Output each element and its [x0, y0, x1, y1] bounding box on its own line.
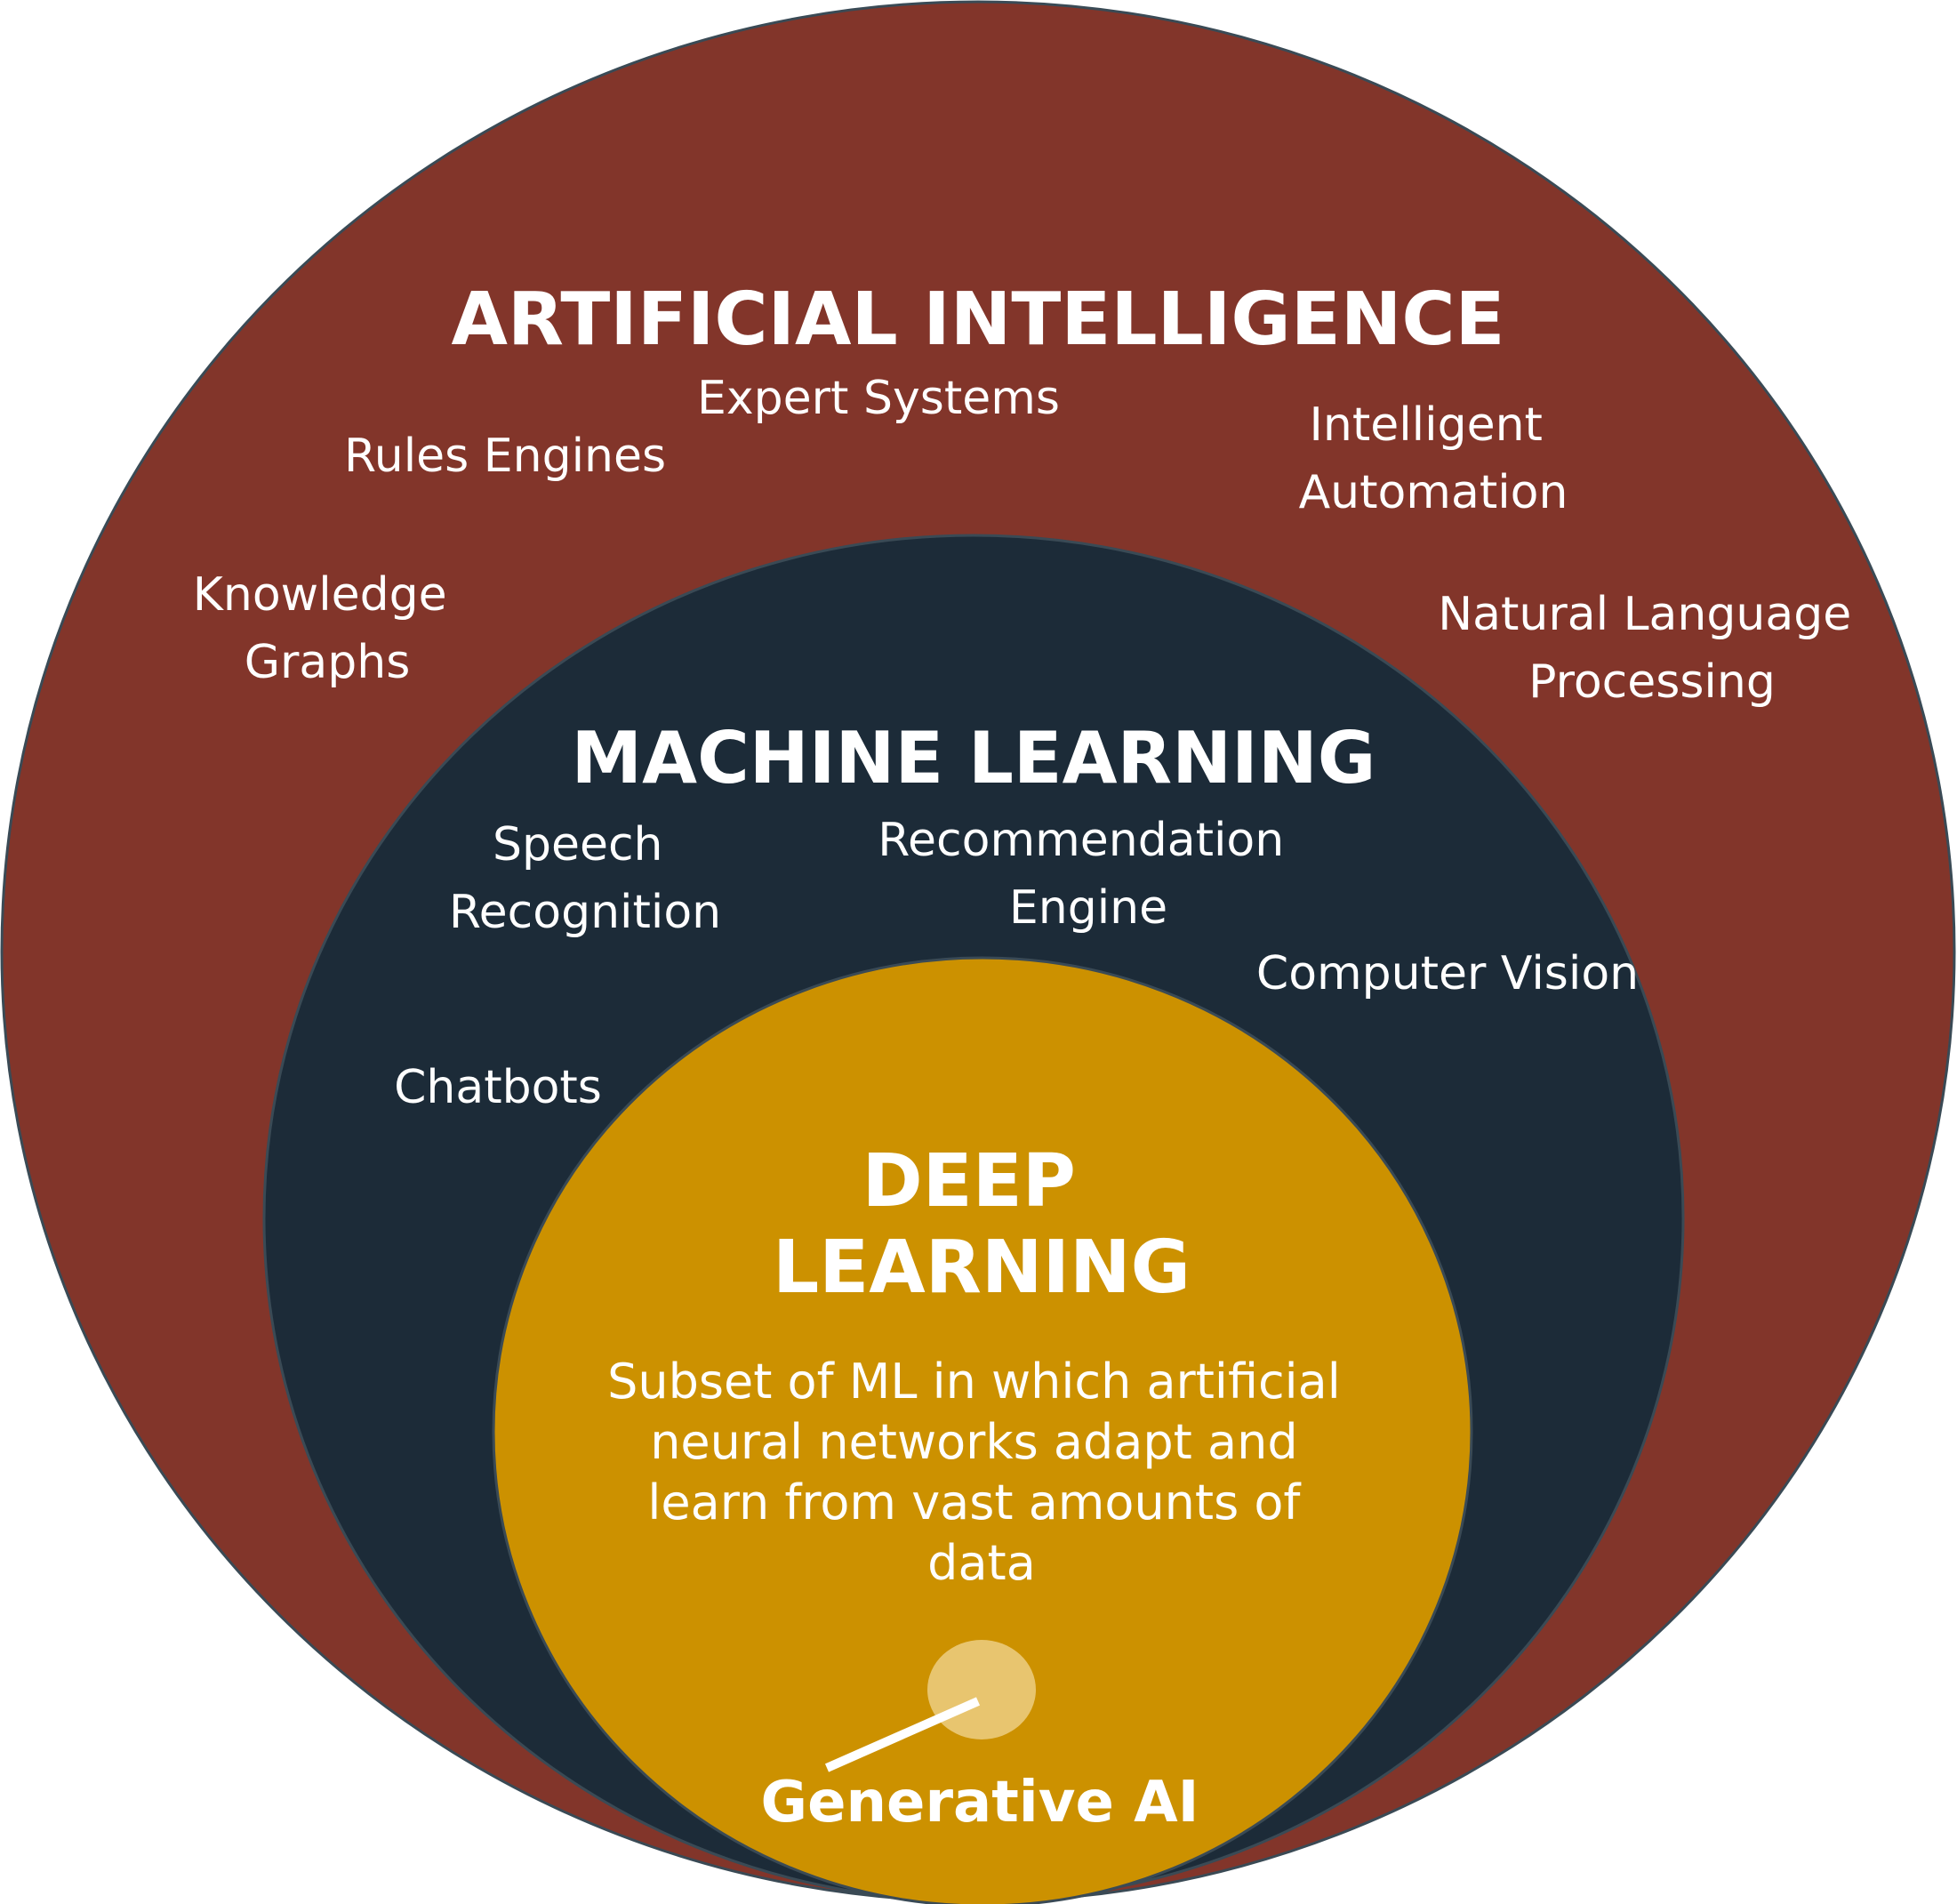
generative-ai-circle	[927, 1640, 1036, 1739]
ai-item-expert-systems: Expert Systems	[697, 372, 1060, 425]
ml-item-speech-recognition: Speech Recognition	[449, 818, 721, 939]
ml-title: MACHINE LEARNING	[572, 717, 1376, 799]
ai-item-rules-engines: Rules Engines	[344, 430, 666, 483]
ai-item-knowledge-graphs: Knowledge Graphs	[193, 568, 461, 689]
generative-ai-pointer	[824, 1697, 981, 1772]
ai-item-intelligent-automation: Intelligent Automation	[1299, 398, 1568, 519]
generative-ai-label: Generative AI	[761, 1770, 1199, 1836]
ml-item-chatbots: Chatbots	[394, 1061, 602, 1114]
dl-description: Subset of ML in which artificial neural …	[607, 1354, 1356, 1591]
dl-title: DEEP LEARNING	[773, 1139, 1191, 1310]
dl-circle	[492, 956, 1473, 1904]
ai-item-natural-language-processing: Natural Language Processing	[1438, 588, 1865, 709]
ml-item-recommendation-engine: Recommendation Engine	[878, 814, 1298, 935]
ai-title: ARTIFICIAL INTELLIGENCE	[451, 277, 1504, 362]
ml-item-computer-vision: Computer Vision	[1256, 947, 1639, 1000]
